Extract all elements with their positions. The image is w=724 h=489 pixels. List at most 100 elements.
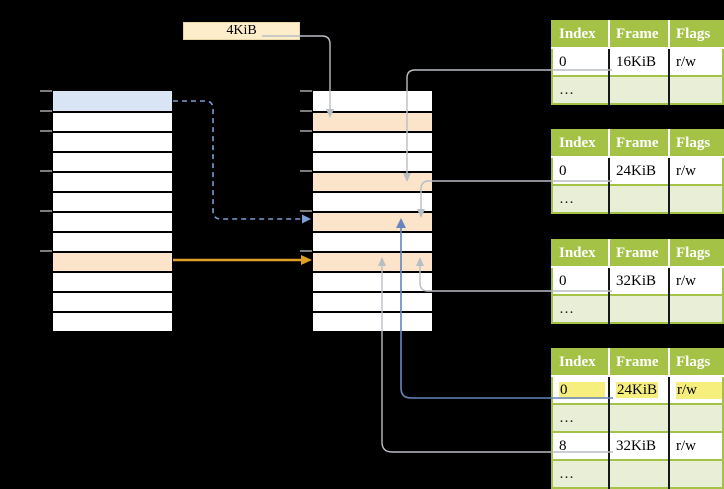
physical-memory-column-tick [300,110,312,112]
column-header-frame: Frame [608,240,669,268]
highlight-mark: 24KiB [616,381,659,398]
level4-row8-to-frame-arrow [381,265,613,453]
physical-memory-column-tick [300,250,312,252]
page-table-16kib-row-0-cell-0: 0 [559,53,567,70]
table-24kib-to-frame-arrow [420,180,612,210]
virtual-memory-column-row-9 [53,271,172,291]
physical-memory-column-row-3 [313,151,432,171]
page-table-24kib-row-1-cell-2 [668,184,723,213]
virtual-memory-column-row-6 [53,211,172,231]
page-table-32kib-row-1: … [552,294,723,323]
physical-memory-column-row-11 [313,311,432,331]
page-table-32kib-row-1-cell-2 [668,294,723,323]
physical-memory-column-tick [300,130,312,132]
virtual-memory-column-row-3 [53,151,172,171]
virtual-page-to-entry-dashed-arrow [173,100,301,220]
size-label-to-frame-arrow [262,35,331,110]
virtual-memory-column-tick [40,210,52,212]
column-header-frame: Frame [608,130,669,158]
physical-memory-column [313,91,432,331]
page-table-16kib-row-0-cell-1: 16KiB [608,48,669,76]
column-header-index: Index [552,21,609,49]
physical-memory-column-row-2 [313,131,432,151]
virtual-memory-column-row-8 [53,251,172,271]
physical-memory-column-row-9 [313,271,432,291]
virtual-memory-column-row-4 [53,171,172,191]
column-header-flags: Flags [668,21,723,49]
column-header-frame: Frame [608,21,669,49]
highlight-mark: 0 [559,381,605,399]
physical-memory-column-row-4 [313,171,432,191]
page-table-24kib-row-0-cell-2: r/w [668,157,723,185]
column-header-flags: Flags [668,240,723,268]
column-header-index: Index [552,240,609,268]
physical-memory-column-tick [300,90,312,92]
level4-page-table-row-0-cell-2: r/w [668,376,723,404]
level4-page-table-row-2-cell-2: r/w [668,431,723,460]
page-table-16kib-row-0-cell-2: r/w [668,48,723,76]
table-16kib-to-frame-arrow-head [403,173,411,182]
column-header-flags: Flags [668,349,723,377]
page-table-16kib-row-1-cell-2 [668,75,723,104]
level4-row0-to-frame-arrow [400,227,613,399]
physical-memory-column-tick [300,210,312,212]
column-header-frame: Frame [608,349,669,377]
physical-memory-column-row-8 [313,251,432,271]
virtual-page-to-entry-dashed-arrow-head [302,214,311,224]
virtual-memory-column-tick [40,130,52,132]
page-table-24kib-row-0-cell-0: 0 [559,162,567,179]
size-label-to-frame-arrow-head [326,109,334,118]
virtual-memory-column-row-7 [53,231,172,251]
physical-memory-column-row-7 [313,231,432,251]
physical-memory-column-row-1 [313,111,432,131]
virtual-memory-column-row-10 [53,291,172,311]
page-table-32kib-row-0-cell-1: 32KiB [608,267,669,295]
page-table-32kib-row-1-cell-0: … [552,294,609,323]
virtual-memory-column-row-2 [53,131,172,151]
table-32kib-to-frame-arrow-head [416,257,424,266]
page-table-24kib-row-1-cell-0: … [552,184,609,213]
virtual-memory-column-row-11 [53,311,172,331]
level4-page-table-row-0-cell-0: 0 [552,376,609,404]
physical-memory-column-row-10 [313,291,432,311]
virtual-memory-column-row-1 [53,111,172,131]
level4-page-table-row-1-cell-1 [608,403,669,432]
virtual-to-physical-orange-arrow-head [301,255,312,265]
column-header-index: Index [552,130,609,158]
level4-page-table-row-2-cell-0: 8 [552,431,609,460]
physical-memory-column-tick [300,170,312,172]
column-header-flags: Flags [668,130,723,158]
virtual-memory-column-tick [40,170,52,172]
page-table-16kib-row-1: … [552,75,723,104]
virtual-memory-column-tick [40,250,52,252]
level4-page-table-row-1: … [552,403,723,432]
table-24kib-to-frame-arrow-head [417,209,425,218]
level4-page-table-row-0: 0 24KiB r/w [552,376,723,404]
physical-memory-column-row-5 [313,191,432,211]
page-table-32kib-row-0-cell-2: r/w [668,267,723,295]
page-table-24kib-row-1: … [552,184,723,213]
virtual-memory-column [53,91,172,331]
page-table-32kib-row-1-cell-1 [608,294,669,323]
column-header-index: Index [552,349,609,377]
virtual-memory-column-tick [40,110,52,112]
level4-page-table-row-0-cell-1: 24KiB [608,376,669,404]
page-table-24kib-row-1-cell-1 [608,184,669,213]
table-16kib-to-frame-arrow [406,69,612,174]
page-table-16kib-row-1-cell-1 [608,75,669,104]
virtual-memory-column-row-5 [53,191,172,211]
page-table-32kib-row-0-cell-0: 0 [559,272,567,289]
level4-row0-to-frame-arrow-head [396,218,406,228]
virtual-memory-column-tick [40,90,52,92]
